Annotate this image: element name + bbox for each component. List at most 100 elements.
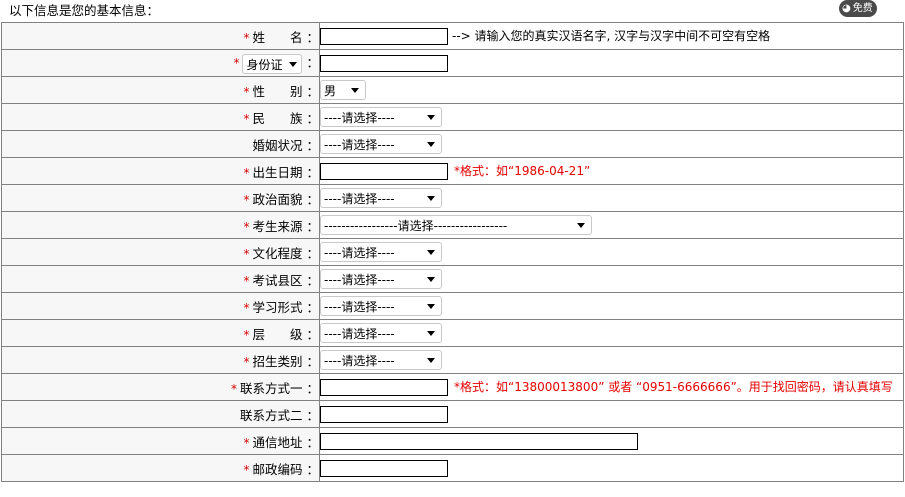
label-cell-hunyinzhuangkuang: *婚姻状况： (1, 130, 320, 158)
field-cell-hunyinzhuangkuang: ----请选择----未婚已婚 (319, 130, 904, 158)
label-cell-minzu: *民 族： (1, 103, 320, 131)
field-cell-tongxindizhi (319, 427, 904, 455)
label-text-hunyinzhuangkuang: 婚姻状况 (252, 137, 303, 153)
required-asterisk: * (243, 192, 250, 207)
required-asterisk: * (243, 165, 250, 180)
label-cell-chushengriqi: *出生日期： (1, 157, 320, 185)
hunyinzhuangkuang-select[interactable]: ----请选择----未婚已婚 (320, 134, 442, 154)
label-text-kaoshenglaiyuan: 考生来源 (252, 218, 303, 234)
form-row: *性 别：男女 (1, 76, 904, 104)
label-colon: ： (306, 272, 319, 288)
tongxindizhi-input[interactable] (320, 432, 638, 450)
required-asterisk: * (243, 273, 250, 288)
label-colon: ： (306, 83, 319, 99)
label-cell-wenhuachengdu: *文化程度： (1, 238, 320, 266)
form-row: *招生类别：----请选择---- (1, 346, 904, 374)
field-cell-kaoshixianqu: ----请选择---- (319, 265, 904, 293)
label-text-youzhengbianma: 邮政编码 (252, 461, 303, 477)
label-colon: ： (306, 29, 319, 45)
required-asterisk: * (243, 30, 250, 45)
field-cell-minzu: ----请选择----汉族回族满族蒙古族 (319, 103, 904, 131)
label-cell-lianxifangshiyi: *联系方式一： (1, 373, 320, 401)
form-row: *邮政编码： (1, 454, 904, 482)
zhaoshengleibie-select[interactable]: ----请选择---- (320, 350, 442, 370)
xuexixingshi-select[interactable]: ----请选择----业余函授脱产 (320, 296, 442, 316)
field-cell-xingming: --> 请输入您的真实汉语名字, 汉字与汉字中间不可空有空格 (319, 22, 904, 50)
kaoshixianqu-select[interactable]: ----请选择---- (320, 269, 442, 289)
form-row: *学习形式：----请选择----业余函授脱产 (1, 292, 904, 320)
select-wrapper-kaoshenglaiyuan: -----------------请选择-----------------在职人… (320, 215, 592, 235)
chushengriqi-input[interactable] (320, 163, 448, 180)
label-colon: ： (306, 353, 319, 369)
required-asterisk: * (230, 381, 237, 396)
label-cell-kaoshixianqu: *考试县区： (1, 265, 320, 293)
field-cell-kaoshenglaiyuan: -----------------请选择-----------------在职人… (319, 211, 904, 239)
id-type-select[interactable]: 身份证护照军官证 (242, 53, 303, 74)
zhengzhimianmao-select[interactable]: ----请选择----中共党员共青团员群众 (320, 188, 442, 208)
label-text-kaoshixianqu: 考试县区 (252, 272, 303, 288)
required-asterisk: * (243, 84, 250, 99)
form-row: *出生日期： *格式：如“1986-04-21” (1, 157, 904, 185)
field-cell-zhengzhimianmao: ----请选择----中共党员共青团员群众 (319, 184, 904, 212)
hint-lianxifangshiyi: *格式：如“13800013800” 或者 “0951-6666666”。用于找… (454, 380, 893, 394)
required-asterisk: * (243, 246, 250, 261)
label-colon: ： (306, 245, 319, 261)
form-row: *联系方式一： *格式：如“13800013800” 或者 “0951-66666… (1, 373, 904, 401)
label-colon: ： (306, 407, 319, 423)
label-cell-tongxindizhi: *通信地址： (1, 427, 320, 455)
form-row: *婚姻状况：----请选择----未婚已婚 (1, 130, 904, 158)
select-wrapper-hunyinzhuangkuang: ----请选择----未婚已婚 (320, 134, 442, 154)
label-cell-shenfenzheng: *身份证护照军官证： (1, 49, 320, 77)
minzu-select[interactable]: ----请选择----汉族回族满族蒙古族 (320, 107, 442, 127)
page-title: 以下信息是您的基本信息： (0, 0, 905, 22)
lianxifangshier-input[interactable] (320, 405, 448, 423)
xingbie-select[interactable]: 男女 (320, 80, 366, 100)
field-cell-wenhuachengdu: ----请选择----高中中专大专本科 (319, 238, 904, 266)
label-colon: ： (306, 164, 319, 180)
label-cell-cengji: *层 级： (1, 319, 320, 347)
form-rows: *姓 名：--> 请输入您的真实汉语名字, 汉字与汉字中间不可空有空格*身份证护… (1, 22, 904, 482)
label-cell-kaoshenglaiyuan: *考生来源： (1, 211, 320, 239)
xingming-input[interactable] (320, 28, 448, 45)
hint-chushengriqi: *格式：如“1986-04-21” (454, 164, 591, 178)
label-text-tongxindizhi: 通信地址 (252, 434, 303, 450)
label-cell-youzhengbianma: *邮政编码： (1, 454, 320, 482)
label-cell-zhaoshengleibie: *招生类别： (1, 346, 320, 374)
label-text-xingming: 姓 名 (252, 29, 303, 45)
field-cell-youzhengbianma (319, 454, 904, 482)
shenfenzheng-input[interactable] (320, 54, 448, 72)
youzhengbianma-input[interactable] (320, 459, 448, 477)
label-text-zhengzhimianmao: 政治面貌 (252, 191, 303, 207)
label-text-xuexixingshi: 学习形式 (252, 299, 303, 315)
cengji-select[interactable]: ----请选择----专升本高起专高起本 (320, 323, 442, 343)
required-asterisk: * (243, 300, 250, 315)
form-row: *文化程度：----请选择----高中中专大专本科 (1, 238, 904, 266)
kaoshenglaiyuan-select[interactable]: -----------------请选择-----------------在职人… (320, 215, 592, 235)
form-row: *政治面貌：----请选择----中共党员共青团员群众 (1, 184, 904, 212)
label-text-lianxifangshier: 联系方式二 (239, 407, 303, 423)
form-row: *身份证护照军官证： (1, 49, 904, 77)
label-text-chushengriqi: 出生日期 (252, 164, 303, 180)
hint-xingming: --> 请输入您的真实汉语名字, 汉字与汉字中间不可空有空格 (452, 29, 771, 43)
label-cell-zhengzhimianmao: *政治面貌： (1, 184, 320, 212)
wenhuachengdu-select[interactable]: ----请选择----高中中专大专本科 (320, 242, 442, 262)
required-asterisk: * (233, 56, 240, 71)
form-row: *通信地址： (1, 427, 904, 455)
select-wrapper-zhaoshengleibie: ----请选择---- (320, 350, 442, 370)
required-asterisk: * (243, 354, 250, 369)
label-colon: ： (306, 326, 319, 342)
field-cell-zhaoshengleibie: ----请选择---- (319, 346, 904, 374)
label-colon: ： (306, 434, 319, 450)
select-wrapper-xuexixingshi: ----请选择----业余函授脱产 (320, 296, 442, 316)
field-cell-chushengriqi: *格式：如“1986-04-21” (319, 157, 904, 185)
form-row: *姓 名： --> 请输入您的真实汉语名字, 汉字与汉字中间不可空有空格 (1, 22, 904, 50)
label-text-minzu: 民 族 (252, 110, 303, 126)
form-row: *考生来源：-----------------请选择--------------… (1, 211, 904, 239)
select-wrapper-kaoshixianqu: ----请选择---- (320, 269, 442, 289)
form-row: *考试县区：----请选择---- (1, 265, 904, 293)
select-wrapper-minzu: ----请选择----汉族回族满族蒙古族 (320, 107, 442, 127)
select-wrapper-id-type-select: 身份证护照军官证 (242, 53, 303, 74)
label-colon: ： (306, 218, 319, 234)
lianxifangshiyi-input[interactable] (320, 379, 448, 396)
label-text-xingbie: 性 别 (252, 83, 303, 99)
